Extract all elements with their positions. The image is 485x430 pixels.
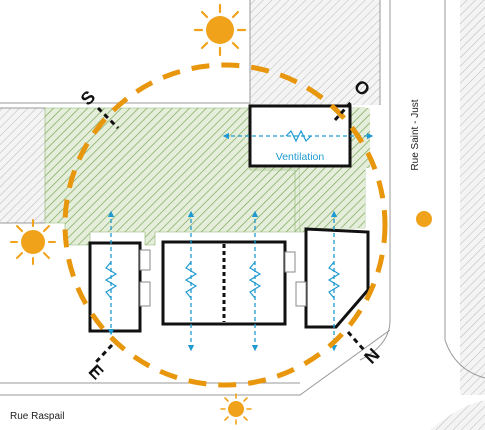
sun-icon xyxy=(10,219,56,265)
sun-path-circle xyxy=(62,62,388,388)
building-west xyxy=(0,108,45,223)
ventilation-label: Ventilation xyxy=(276,151,325,163)
ventilation-zigzags xyxy=(104,129,341,299)
building-southeast xyxy=(430,400,485,430)
compass-east-label: E xyxy=(85,361,108,384)
street-label-raspail: Rue Raspail xyxy=(10,411,64,422)
building-north xyxy=(250,0,380,105)
buildings xyxy=(88,104,370,333)
sun-icon xyxy=(220,393,252,425)
sun-dot-icon xyxy=(416,211,432,227)
sun-icon xyxy=(193,3,247,57)
street-label-saint-just: Rue Saint - Just xyxy=(410,99,421,170)
building-east xyxy=(460,0,485,395)
compass-south-label: S xyxy=(77,87,100,110)
parcel-lines xyxy=(0,0,485,396)
stairs xyxy=(139,249,307,307)
compass-ticks xyxy=(94,98,366,364)
